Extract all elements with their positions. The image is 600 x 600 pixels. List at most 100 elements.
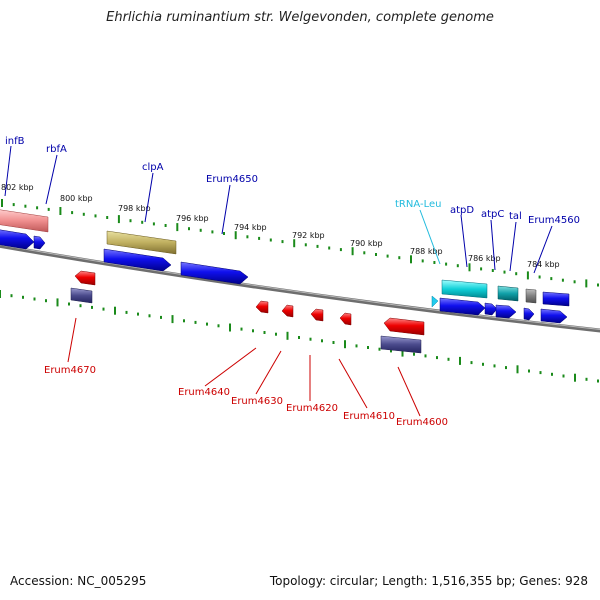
figure-title: Ehrlichia ruminantium str. Welgevonden, … bbox=[106, 10, 494, 25]
upper-tick-minor bbox=[328, 246, 331, 250]
gene-Erum4620[interactable] bbox=[310, 308, 324, 322]
lower-tick-minor bbox=[10, 294, 13, 298]
lower-tick-minor bbox=[413, 352, 415, 356]
upper-tick-minor bbox=[94, 214, 97, 218]
label-rbfA: rbfA bbox=[46, 144, 67, 155]
lower-tick-major bbox=[56, 298, 59, 307]
upper-tick-major bbox=[234, 231, 237, 240]
lower-tick-minor bbox=[355, 344, 358, 348]
upper-tick-major bbox=[468, 263, 471, 272]
upper-tick-minor bbox=[445, 262, 448, 266]
lower-tick-minor bbox=[321, 339, 323, 343]
label-Erum4670: Erum4670 bbox=[44, 365, 96, 376]
lower-tick-major bbox=[401, 348, 404, 357]
gene-forward-d[interactable] bbox=[484, 302, 498, 316]
upper-tick-major bbox=[585, 279, 588, 288]
scale-label-798: 798 kbp bbox=[118, 204, 151, 213]
gene-Erum4610[interactable] bbox=[339, 312, 352, 326]
lower-tick-minor bbox=[217, 324, 220, 328]
scale-ticks-upper bbox=[1, 199, 599, 288]
gene-upper-left-1[interactable] bbox=[0, 229, 35, 250]
upper-tick-minor bbox=[375, 253, 377, 256]
lower-tick-minor bbox=[275, 332, 277, 336]
upper-tick-minor bbox=[304, 243, 307, 247]
gene-forward-f[interactable] bbox=[523, 307, 535, 321]
upper-tick-minor bbox=[363, 251, 366, 255]
upper-tick-minor bbox=[573, 280, 576, 284]
upper-tick-minor bbox=[480, 267, 483, 271]
upper-tick-major bbox=[293, 239, 296, 248]
scale-label-788: 788 kbp bbox=[410, 247, 443, 256]
lower-tick-minor bbox=[33, 297, 36, 301]
upper-tick-minor bbox=[188, 227, 190, 231]
gene-Erum4560[interactable] bbox=[542, 291, 570, 307]
upper-tick-minor bbox=[152, 222, 155, 226]
gene-forward-b[interactable] bbox=[180, 261, 249, 285]
upper-tick-major bbox=[1, 199, 3, 207]
gene-forward-c[interactable] bbox=[439, 297, 486, 316]
lower-tick-minor bbox=[137, 312, 139, 316]
upper-tick-minor bbox=[503, 270, 506, 274]
scale-label-800: 800 kbp bbox=[60, 194, 93, 203]
gene-Erum4640[interactable] bbox=[255, 300, 269, 314]
label-tRNA-Leu: tRNA-Leu bbox=[395, 199, 441, 210]
lower-tick-minor bbox=[539, 371, 542, 375]
upper-tick-minor bbox=[71, 211, 74, 215]
lower-tick-major bbox=[171, 315, 174, 324]
upper-tick-major bbox=[410, 255, 412, 264]
scale-label-794: 794 kbp bbox=[234, 223, 267, 232]
gene-atpD[interactable] bbox=[441, 279, 488, 299]
gene-upper-left-2[interactable] bbox=[33, 235, 46, 250]
scale-label-786: 786 kbp bbox=[468, 254, 501, 263]
gene-forward-a[interactable] bbox=[103, 248, 172, 272]
gene-Erum4630[interactable] bbox=[281, 304, 294, 318]
lower-tick-major bbox=[459, 356, 461, 365]
upper-tick-major bbox=[59, 207, 62, 215]
gene-Erum4670[interactable] bbox=[70, 287, 93, 304]
lower-tick-minor bbox=[493, 364, 496, 368]
upper-tick-minor bbox=[246, 235, 249, 239]
scale-label-784: 784 kbp bbox=[527, 260, 560, 269]
upper-tick-minor bbox=[199, 228, 202, 232]
label-atpD: atpD bbox=[450, 205, 474, 216]
upper-tick-minor bbox=[538, 275, 541, 279]
upper-tick-minor bbox=[82, 212, 85, 216]
lower-tick-major bbox=[229, 323, 231, 332]
label-Erum4560: Erum4560 bbox=[528, 215, 580, 226]
lower-tick-minor bbox=[183, 319, 185, 323]
upper-tick-minor bbox=[456, 264, 459, 268]
label-Erum4600: Erum4600 bbox=[396, 417, 448, 428]
label-Erum4630: Erum4630 bbox=[231, 396, 283, 407]
gene-reverse-a[interactable] bbox=[74, 270, 96, 286]
trna-leu-feature[interactable] bbox=[431, 295, 439, 308]
gene-clpA[interactable] bbox=[106, 230, 177, 255]
gene-infB[interactable] bbox=[0, 209, 49, 233]
gene-tal[interactable] bbox=[525, 288, 537, 304]
lower-tick-minor bbox=[367, 346, 369, 349]
lower-tick-major bbox=[286, 331, 289, 340]
lower-tick-minor bbox=[45, 299, 47, 303]
gene-reverse-b[interactable] bbox=[383, 317, 425, 336]
upper-tick-minor bbox=[339, 248, 342, 252]
upper-tick-minor bbox=[281, 240, 284, 244]
scale-ticks-lower bbox=[0, 290, 599, 383]
lower-tick-minor bbox=[436, 356, 438, 360]
upper-tick-minor bbox=[398, 256, 401, 260]
gene-atpC[interactable] bbox=[497, 285, 519, 302]
lower-tick-minor bbox=[79, 304, 82, 308]
lower-tick-minor bbox=[91, 305, 93, 309]
lower-tick-minor bbox=[263, 331, 266, 334]
scale-label-792: 792 kbp bbox=[292, 231, 325, 240]
lower-tick-minor bbox=[309, 337, 312, 341]
gene-Erum4600[interactable] bbox=[380, 335, 422, 354]
lower-tick-minor bbox=[447, 357, 450, 361]
upper-tick-minor bbox=[36, 206, 39, 210]
upper-tick-minor bbox=[491, 269, 494, 272]
lower-tick-minor bbox=[505, 366, 507, 370]
upper-tick-minor bbox=[12, 203, 15, 207]
gene-forward-e[interactable] bbox=[495, 304, 517, 319]
lower-tick-major bbox=[0, 290, 1, 298]
label-Erum4610: Erum4610 bbox=[343, 411, 395, 422]
gene-forward-g[interactable] bbox=[540, 308, 568, 324]
lower-tick-minor bbox=[194, 320, 197, 324]
